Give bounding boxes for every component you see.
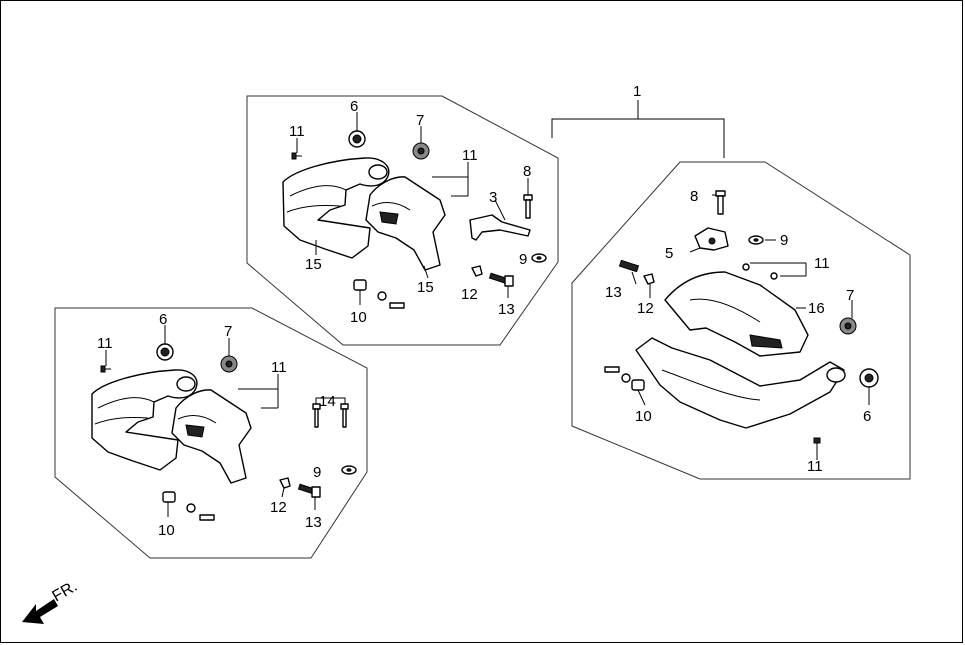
label-clip-top: 12 (461, 286, 478, 303)
label-bolt-long-top: 13 (498, 301, 515, 318)
plate-nut-right (604, 366, 645, 391)
label-plate-nut-right: 10 (635, 408, 652, 425)
label-guard-right: 16 (808, 300, 825, 317)
label-screw-right-2: 11 (807, 458, 823, 475)
label-clip-left: 12 (270, 499, 287, 516)
nut-cap-right (859, 368, 879, 388)
hand-guard-left (91, 369, 198, 471)
label-washer-right: 9 (780, 232, 788, 249)
bolt-long-left (297, 483, 321, 498)
grommet-right (839, 317, 857, 335)
group-outline-left (54, 307, 368, 559)
hand-guard-top-left (282, 157, 390, 259)
nut-cap-top (348, 130, 366, 148)
hand-guard-right-upper (664, 271, 809, 357)
label-bolt-top: 8 (523, 163, 531, 180)
label-screw-top-2: 11 (462, 147, 478, 164)
bracket-top (469, 214, 531, 241)
label-screw-left-2: 11 (271, 359, 287, 376)
label-bolt-long-right: 13 (605, 284, 622, 301)
bolt-long-right (618, 259, 640, 273)
label-clip-right: 12 (637, 300, 654, 317)
label-plate-nut-top: 10 (350, 309, 367, 326)
label-bracket-top: 3 (489, 189, 497, 206)
washer-right (748, 235, 764, 245)
bolt-right (715, 190, 726, 215)
screw-right-1 (742, 263, 778, 280)
label-nut-cap-left: 6 (159, 311, 167, 328)
nut-cap-left (156, 343, 174, 361)
label-washer-left: 9 (313, 464, 321, 481)
group-outline-right (571, 161, 911, 480)
label-grommet-right: 7 (846, 287, 854, 304)
plate-nut-top (353, 279, 405, 309)
clip-top (471, 265, 483, 277)
label-guard-top-a: 15 (305, 256, 322, 273)
bracket-small-right (694, 227, 729, 251)
label-screw-left-1: 11 (97, 335, 113, 352)
hand-guard-right-lower (635, 337, 846, 429)
screw-left-1 (100, 365, 111, 373)
label-screw-top-1: 11 (289, 123, 305, 140)
label-screw-right-1: 11 (814, 255, 830, 272)
clip-left (279, 477, 291, 489)
washer-left (341, 465, 357, 475)
label-grommet-top: 7 (416, 112, 424, 129)
screw-right-2 (813, 437, 821, 444)
hand-guard-top-inner (365, 176, 446, 271)
label-guard-top-b: 15 (417, 279, 434, 296)
label-grommet-left: 7 (224, 323, 232, 340)
screw-top-1 (291, 152, 302, 160)
label-nut-cap-right: 6 (863, 408, 871, 425)
clip-right (643, 273, 655, 285)
label-assembly: 1 (633, 83, 641, 100)
bolt-long-top (488, 272, 514, 287)
label-nut-cap-top: 6 (350, 98, 358, 115)
label-plate-nut-left: 10 (158, 522, 175, 539)
plate-nut-left (162, 491, 215, 521)
grommet-top (412, 142, 430, 160)
group-outline-top (246, 95, 559, 346)
assembly-bracket (551, 100, 725, 158)
label-bolt-right: 8 (690, 188, 698, 205)
label-washer-top: 9 (519, 251, 527, 268)
front-arrow-icon (22, 599, 58, 624)
grommet-left (220, 355, 238, 373)
bolt-top (523, 194, 533, 219)
hand-guard-left-inner (171, 389, 252, 484)
label-bolt-long-left: 13 (305, 514, 322, 531)
label-stud: 14 (319, 393, 336, 410)
label-bracket-small: 5 (665, 245, 673, 262)
washer-top (531, 253, 547, 263)
screw-left-2 (238, 388, 271, 409)
screw-top-2 (432, 176, 461, 197)
